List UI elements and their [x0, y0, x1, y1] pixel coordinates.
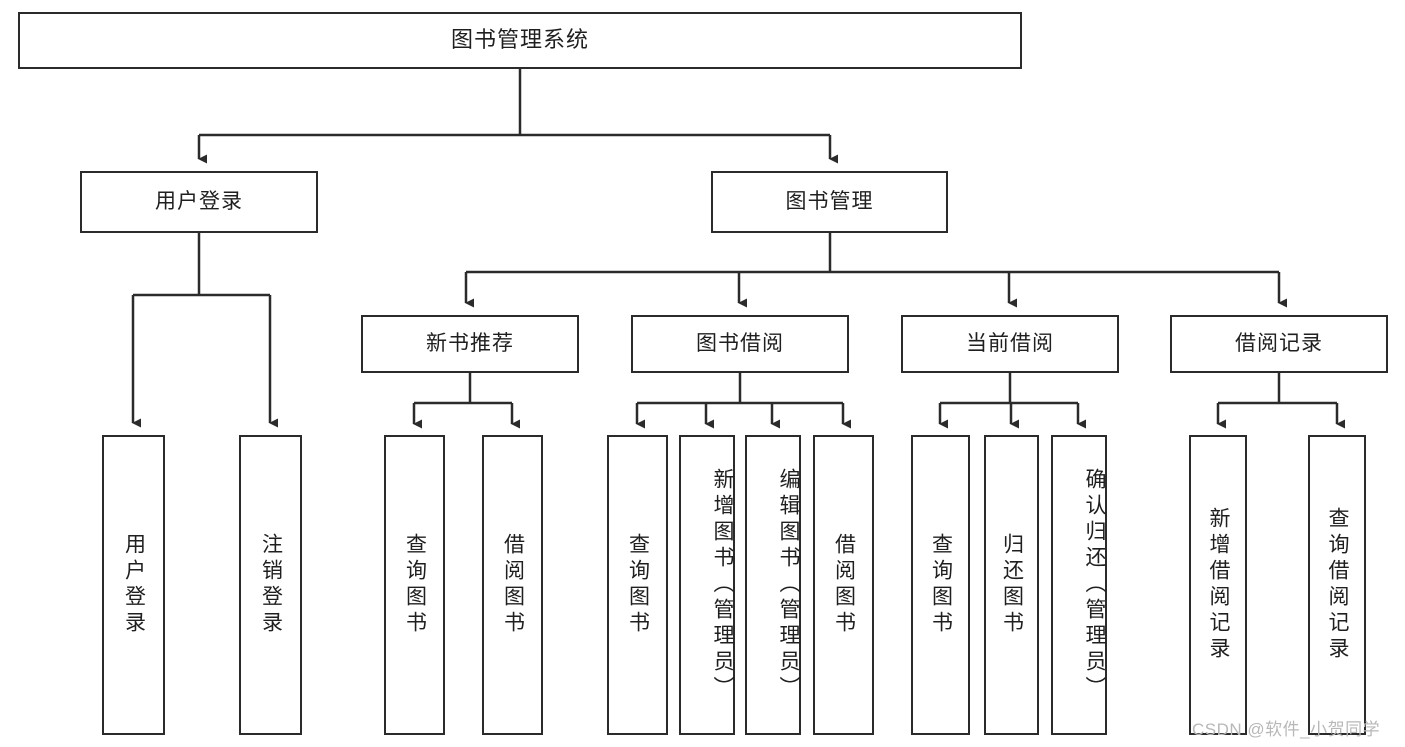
node-label: 确认归还（管理员）	[1083, 468, 1106, 702]
node-root-system[interactable]: 图书管理系统	[18, 12, 1022, 69]
node-level3-3[interactable]: 借阅记录	[1170, 315, 1388, 373]
node-level3-2[interactable]: 当前借阅	[901, 315, 1119, 373]
node-leaf-7[interactable]: 借阅图书	[813, 435, 874, 735]
node-label: 新增借阅记录	[1207, 507, 1231, 663]
node-label: 查询图书	[929, 533, 953, 637]
node-label: 编辑图书（管理员）	[777, 468, 800, 702]
node-leaf-0[interactable]: 用户登录	[102, 435, 165, 735]
node-level2-1[interactable]: 图书管理	[711, 171, 948, 233]
node-label: 用户登录	[155, 190, 243, 214]
node-label: 新增图书（管理员）	[711, 468, 734, 702]
node-label: 借阅图书	[501, 533, 525, 637]
node-level3-1[interactable]: 图书借阅	[631, 315, 849, 373]
node-label: 归还图书	[1000, 533, 1024, 637]
node-label: 借阅图书	[832, 533, 856, 637]
node-label: 注销登录	[259, 533, 283, 637]
node-label: 图书管理	[785, 190, 874, 214]
watermark: CSDN @软件_小贺同学	[1192, 720, 1381, 739]
node-label: 查询图书	[626, 533, 650, 637]
node-label: 图书管理系统	[450, 27, 589, 53]
node-label: 当前借阅	[966, 332, 1054, 356]
node-label: 查询图书	[403, 533, 427, 637]
node-level3-0[interactable]: 新书推荐	[361, 315, 579, 373]
node-leaf-2[interactable]: 查询图书	[384, 435, 445, 735]
node-leaf-12[interactable]: 查询借阅记录	[1308, 435, 1366, 735]
node-leaf-5[interactable]: 新增图书（管理员）	[679, 435, 735, 735]
node-label: 查询借阅记录	[1326, 507, 1350, 663]
node-leaf-4[interactable]: 查询图书	[607, 435, 668, 735]
node-label: 用户登录	[122, 533, 146, 637]
node-leaf-3[interactable]: 借阅图书	[482, 435, 543, 735]
node-leaf-11[interactable]: 新增借阅记录	[1189, 435, 1247, 735]
node-leaf-9[interactable]: 归还图书	[984, 435, 1039, 735]
node-leaf-8[interactable]: 查询图书	[911, 435, 970, 735]
node-label: 借阅记录	[1235, 332, 1323, 356]
node-leaf-1[interactable]: 注销登录	[239, 435, 302, 735]
node-level2-0[interactable]: 用户登录	[80, 171, 318, 233]
node-leaf-6[interactable]: 编辑图书（管理员）	[745, 435, 801, 735]
node-leaf-10[interactable]: 确认归还（管理员）	[1051, 435, 1107, 735]
node-label: 图书借阅	[696, 332, 784, 356]
node-label: 新书推荐	[426, 332, 514, 356]
